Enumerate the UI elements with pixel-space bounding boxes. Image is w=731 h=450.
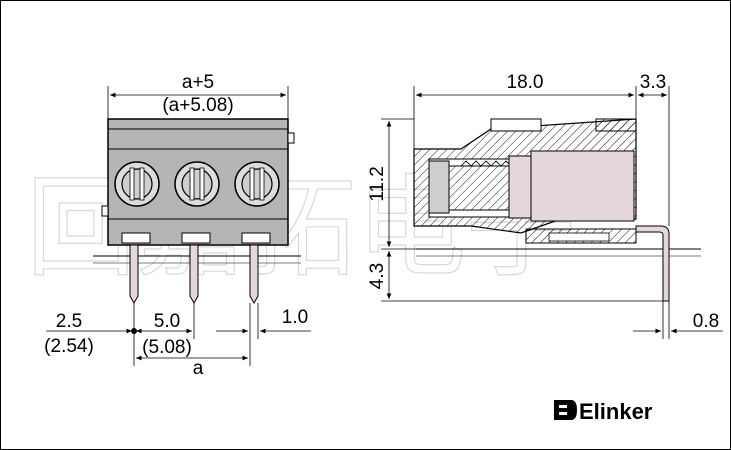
- height-label: 11.2: [367, 166, 388, 202]
- width-label: a+5: [182, 72, 214, 93]
- pin-width-label: 1.0: [282, 307, 308, 328]
- bent-pin: [635, 225, 670, 302]
- extension-label: 3.3: [640, 72, 666, 93]
- logo-icon: [554, 400, 577, 420]
- offset-label: 2.5: [56, 311, 82, 332]
- pin-length-label: 4.3: [367, 263, 388, 289]
- screw-thread: [448, 165, 510, 211]
- length-label: 18.0: [507, 72, 544, 93]
- side-latch: [287, 132, 295, 144]
- screw-2: [174, 161, 220, 207]
- pin-2: [189, 244, 199, 305]
- pin-thickness-label: 0.8: [693, 311, 719, 332]
- width-label-alt: (a+5.08): [162, 95, 233, 116]
- screw-1: [114, 161, 160, 207]
- pitch-label-alt: (5.08): [142, 337, 192, 358]
- pin-3: [249, 244, 259, 305]
- brand-name: Elinker: [579, 399, 653, 424]
- pin-1: [129, 244, 139, 305]
- pitch-label: 5.0: [154, 311, 180, 332]
- screw-3: [234, 161, 280, 207]
- span-label: a: [193, 358, 204, 379]
- reference-point: [131, 328, 137, 334]
- side-view: 18.0 3.3 11.2 4.3 0.8: [367, 72, 723, 339]
- brand-logo: Elinker: [554, 399, 653, 424]
- offset-label-alt: (2.54): [44, 336, 94, 357]
- front-view: a+5 (a+5.08) 2.5 (2.54) 5.0 (5.08) 1.0 a: [44, 72, 311, 379]
